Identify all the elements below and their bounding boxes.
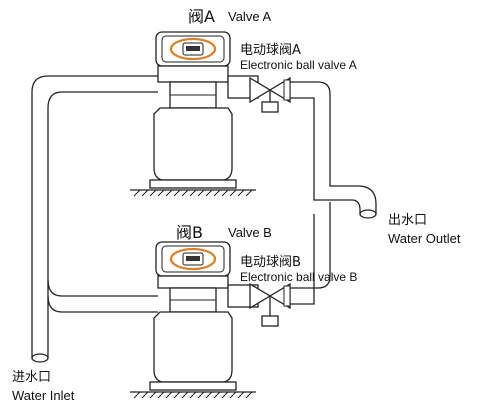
ball-valve-b-actuator bbox=[261, 315, 279, 327]
outlet-opening bbox=[359, 209, 377, 219]
valve-b-name-cn: 阀B bbox=[176, 223, 203, 242]
ball-valve-a-actuator bbox=[261, 101, 279, 113]
ball-valve-a-label-en: Electronic ball valve A bbox=[240, 58, 357, 72]
outlet-branch-b bbox=[286, 202, 331, 305]
inlet-branch-b bbox=[47, 279, 158, 313]
valve-b-name-en: Valve B bbox=[228, 225, 272, 240]
ball-valve-b-label-cn: 电动球阀B bbox=[240, 255, 301, 270]
inlet-label-cn: 进水口 bbox=[12, 370, 51, 385]
outlet-pipe bbox=[286, 81, 377, 214]
valve-b-tank bbox=[153, 311, 233, 383]
ball-valve-b bbox=[249, 282, 291, 327]
valve-a-assembly bbox=[130, 31, 291, 197]
valve-b-assembly bbox=[130, 241, 291, 399]
ball-valve-b-label-en: Electronic ball valve B bbox=[240, 270, 357, 284]
inlet-label-en: Water Inlet bbox=[12, 388, 75, 403]
valve-a-tank bbox=[153, 107, 233, 181]
valve-a-name-cn: 阀A bbox=[188, 7, 215, 26]
ball-valve-a bbox=[249, 76, 291, 113]
valve-b-accent-ring bbox=[169, 247, 217, 271]
outlet-label-cn: 出水口 bbox=[388, 213, 427, 228]
outlet-label-en: Water Outlet bbox=[388, 231, 461, 246]
inlet-opening bbox=[31, 353, 49, 363]
valve-a-accent-ring bbox=[169, 37, 217, 61]
inlet-pipe bbox=[31, 75, 158, 358]
ball-valve-a-label-cn: 电动球阀A bbox=[240, 43, 301, 58]
valve-a-name-en: Valve A bbox=[228, 9, 271, 24]
